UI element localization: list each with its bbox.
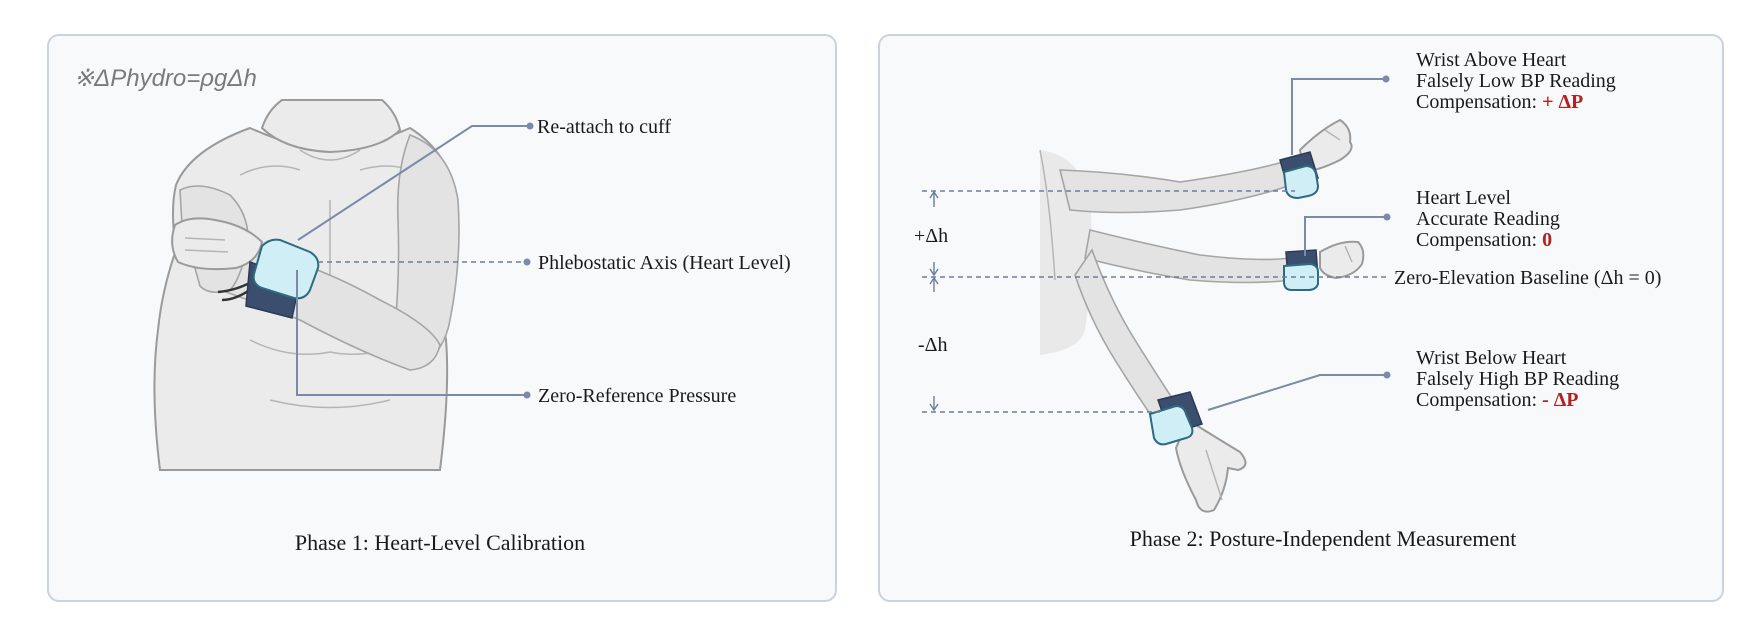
below-leader-dot: [1383, 371, 1391, 379]
plus-dh-label: +Δh: [914, 225, 948, 247]
zero-ref-leader: [296, 270, 526, 396]
heart-line3: Compensation: 0: [1416, 229, 1552, 251]
wrist-cuff-below: [1148, 391, 1203, 446]
below-heart-annotation: Wrist Below Heart Falsely High BP Readin…: [1416, 347, 1619, 411]
reattach-leader: [297, 125, 530, 241]
heart-line2: Accurate Reading: [1416, 208, 1560, 230]
reattach-leader-dot: [526, 122, 534, 130]
measurement-panel: [878, 34, 1724, 602]
above-heart-annotation: Wrist Above Heart Falsely Low BP Reading…: [1416, 49, 1616, 113]
above-compensation-value: + ΔP: [1542, 91, 1583, 113]
above-leader: [1291, 78, 1385, 155]
above-line1: Wrist Above Heart: [1416, 49, 1567, 71]
heart-level-annotation: Heart Level Accurate Reading Compensatio…: [1416, 187, 1560, 251]
phase1-caption: Phase 1: Heart-Level Calibration: [295, 530, 585, 555]
reattach-label: Re-attach to cuff: [537, 116, 671, 138]
heart-line1: Heart Level: [1416, 187, 1511, 209]
below-line2: Falsely High BP Reading: [1416, 368, 1619, 390]
phase2-caption: Phase 2: Posture-Independent Measurement: [1130, 526, 1517, 551]
plus-dh-arrow: [929, 190, 939, 277]
above-line2: Falsely Low BP Reading: [1416, 70, 1616, 92]
wrist-cuff-calibration: [245, 238, 320, 319]
arm-below-heart: [1074, 248, 1247, 513]
minus-dh-label: -Δh: [918, 334, 948, 356]
phlebostatic-leader-dot: [523, 258, 531, 266]
minus-dh-arrow: [929, 276, 939, 412]
heart-leader: [1304, 216, 1386, 256]
below-line1: Wrist Below Heart: [1416, 347, 1567, 369]
wrist-cuff-above: [1279, 151, 1320, 200]
heart-leader-dot: [1383, 213, 1391, 221]
below-line3: Compensation: - ΔP: [1416, 389, 1579, 411]
wrist-cuff-heart: [1283, 249, 1319, 291]
below-leader: [1207, 374, 1386, 411]
above-line3: Compensation: + ΔP: [1416, 91, 1583, 113]
phlebostatic-label: Phlebostatic Axis (Heart Level): [538, 252, 791, 274]
below-compensation-value: - ΔP: [1542, 389, 1578, 411]
hydrostatic-formula: ※ΔPhydro=ρgΔh: [74, 65, 257, 92]
above-leader-dot: [1382, 75, 1390, 83]
zero-ref-leader-dot: [523, 391, 531, 399]
baseline-label: Zero-Elevation Baseline (Δh = 0): [1394, 267, 1661, 289]
arm-heart-level: [1084, 229, 1365, 284]
heart-compensation-value: 0: [1542, 229, 1552, 251]
zero-ref-label: Zero-Reference Pressure: [538, 385, 736, 407]
